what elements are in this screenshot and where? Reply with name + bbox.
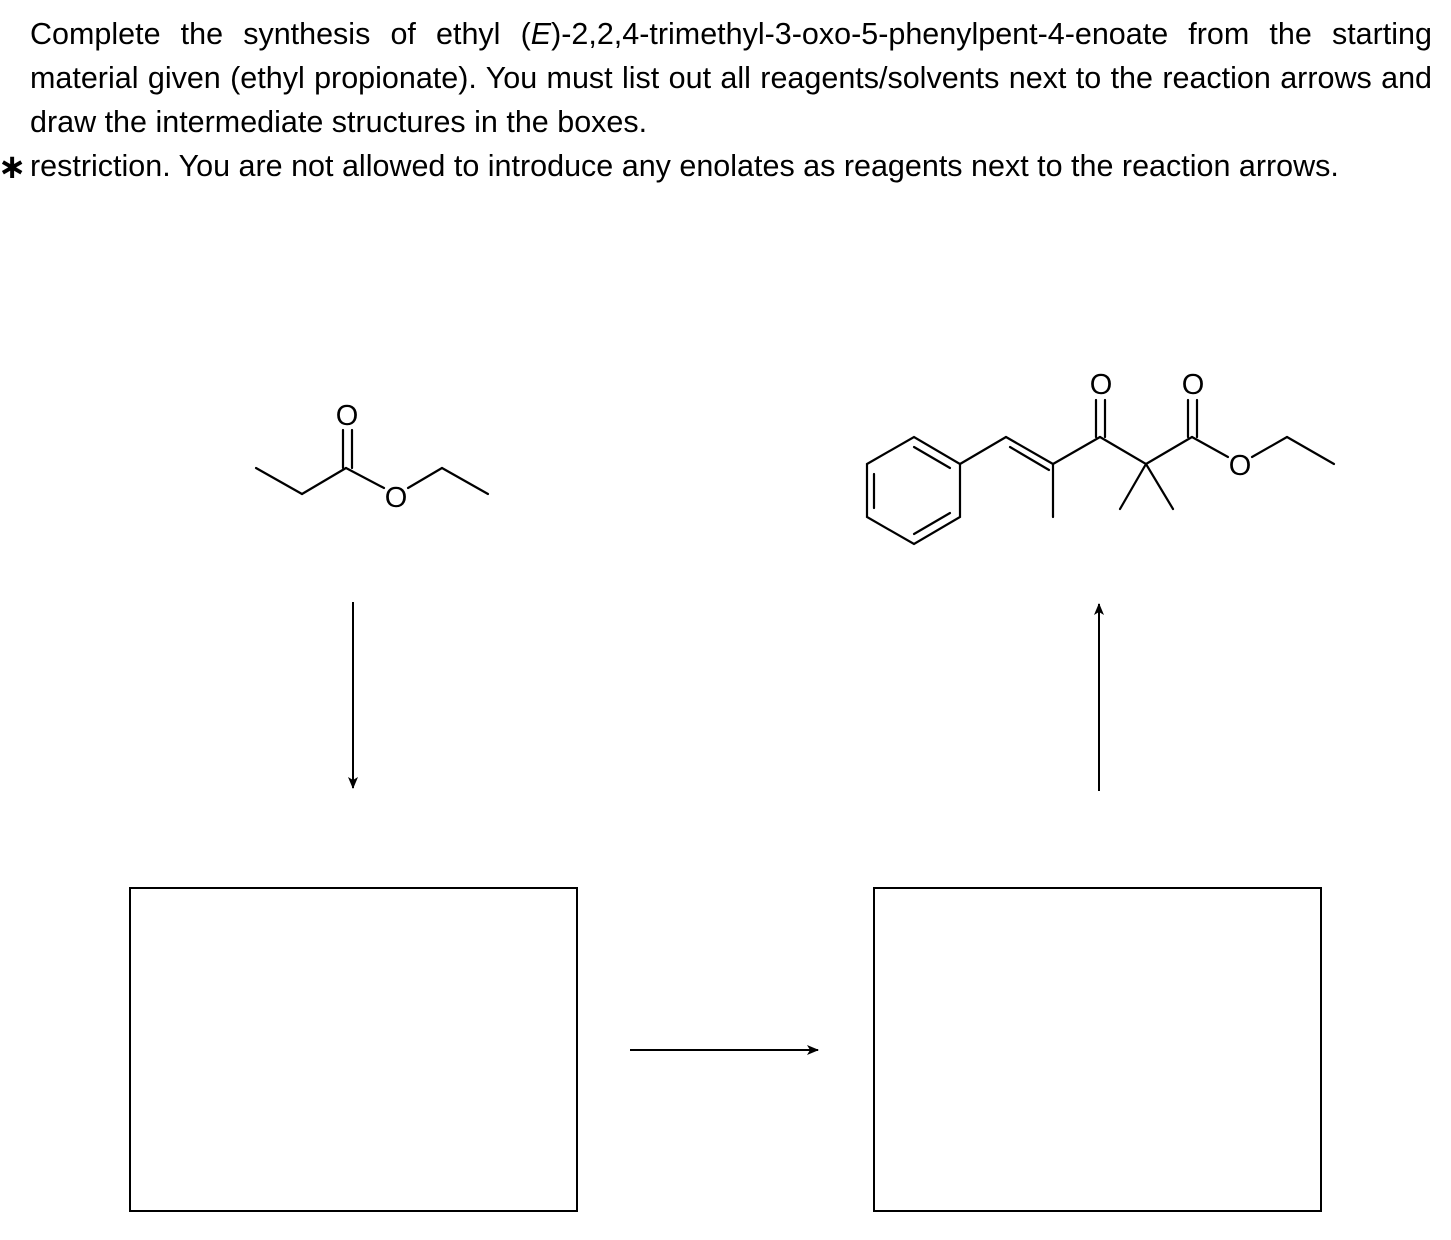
question-intro-pre: Complete the synthesis of ethyl ( bbox=[30, 17, 531, 51]
question-stereo-descriptor: E bbox=[530, 17, 552, 51]
question-text: Complete the synthesis of ethyl (E)-2,2,… bbox=[30, 12, 1432, 144]
asterisk-icon: ∗ bbox=[0, 148, 27, 186]
target-ketone-oxygen: O bbox=[1090, 369, 1113, 401]
intermediate-box-1[interactable] bbox=[129, 887, 578, 1212]
restriction-text: restriction. You are not allowed to intr… bbox=[30, 149, 1339, 183]
target-product-structure bbox=[865, 398, 1336, 546]
question-intro-post: )-2,2,4-trimethyl-3-oxo-5-phenylpent-4-e… bbox=[30, 17, 1432, 139]
restriction-note: ∗restriction. You are not allowed to int… bbox=[0, 144, 1432, 188]
starting-material-ethyl-propionate bbox=[254, 428, 490, 496]
intermediate-box-2[interactable] bbox=[873, 887, 1322, 1212]
starting-material-carbonyl-oxygen: O bbox=[336, 400, 359, 432]
target-ester-carbonyl-oxygen: O bbox=[1182, 369, 1205, 401]
starting-material-ester-oxygen: O bbox=[385, 482, 408, 514]
target-ester-oxygen: O bbox=[1229, 450, 1252, 482]
